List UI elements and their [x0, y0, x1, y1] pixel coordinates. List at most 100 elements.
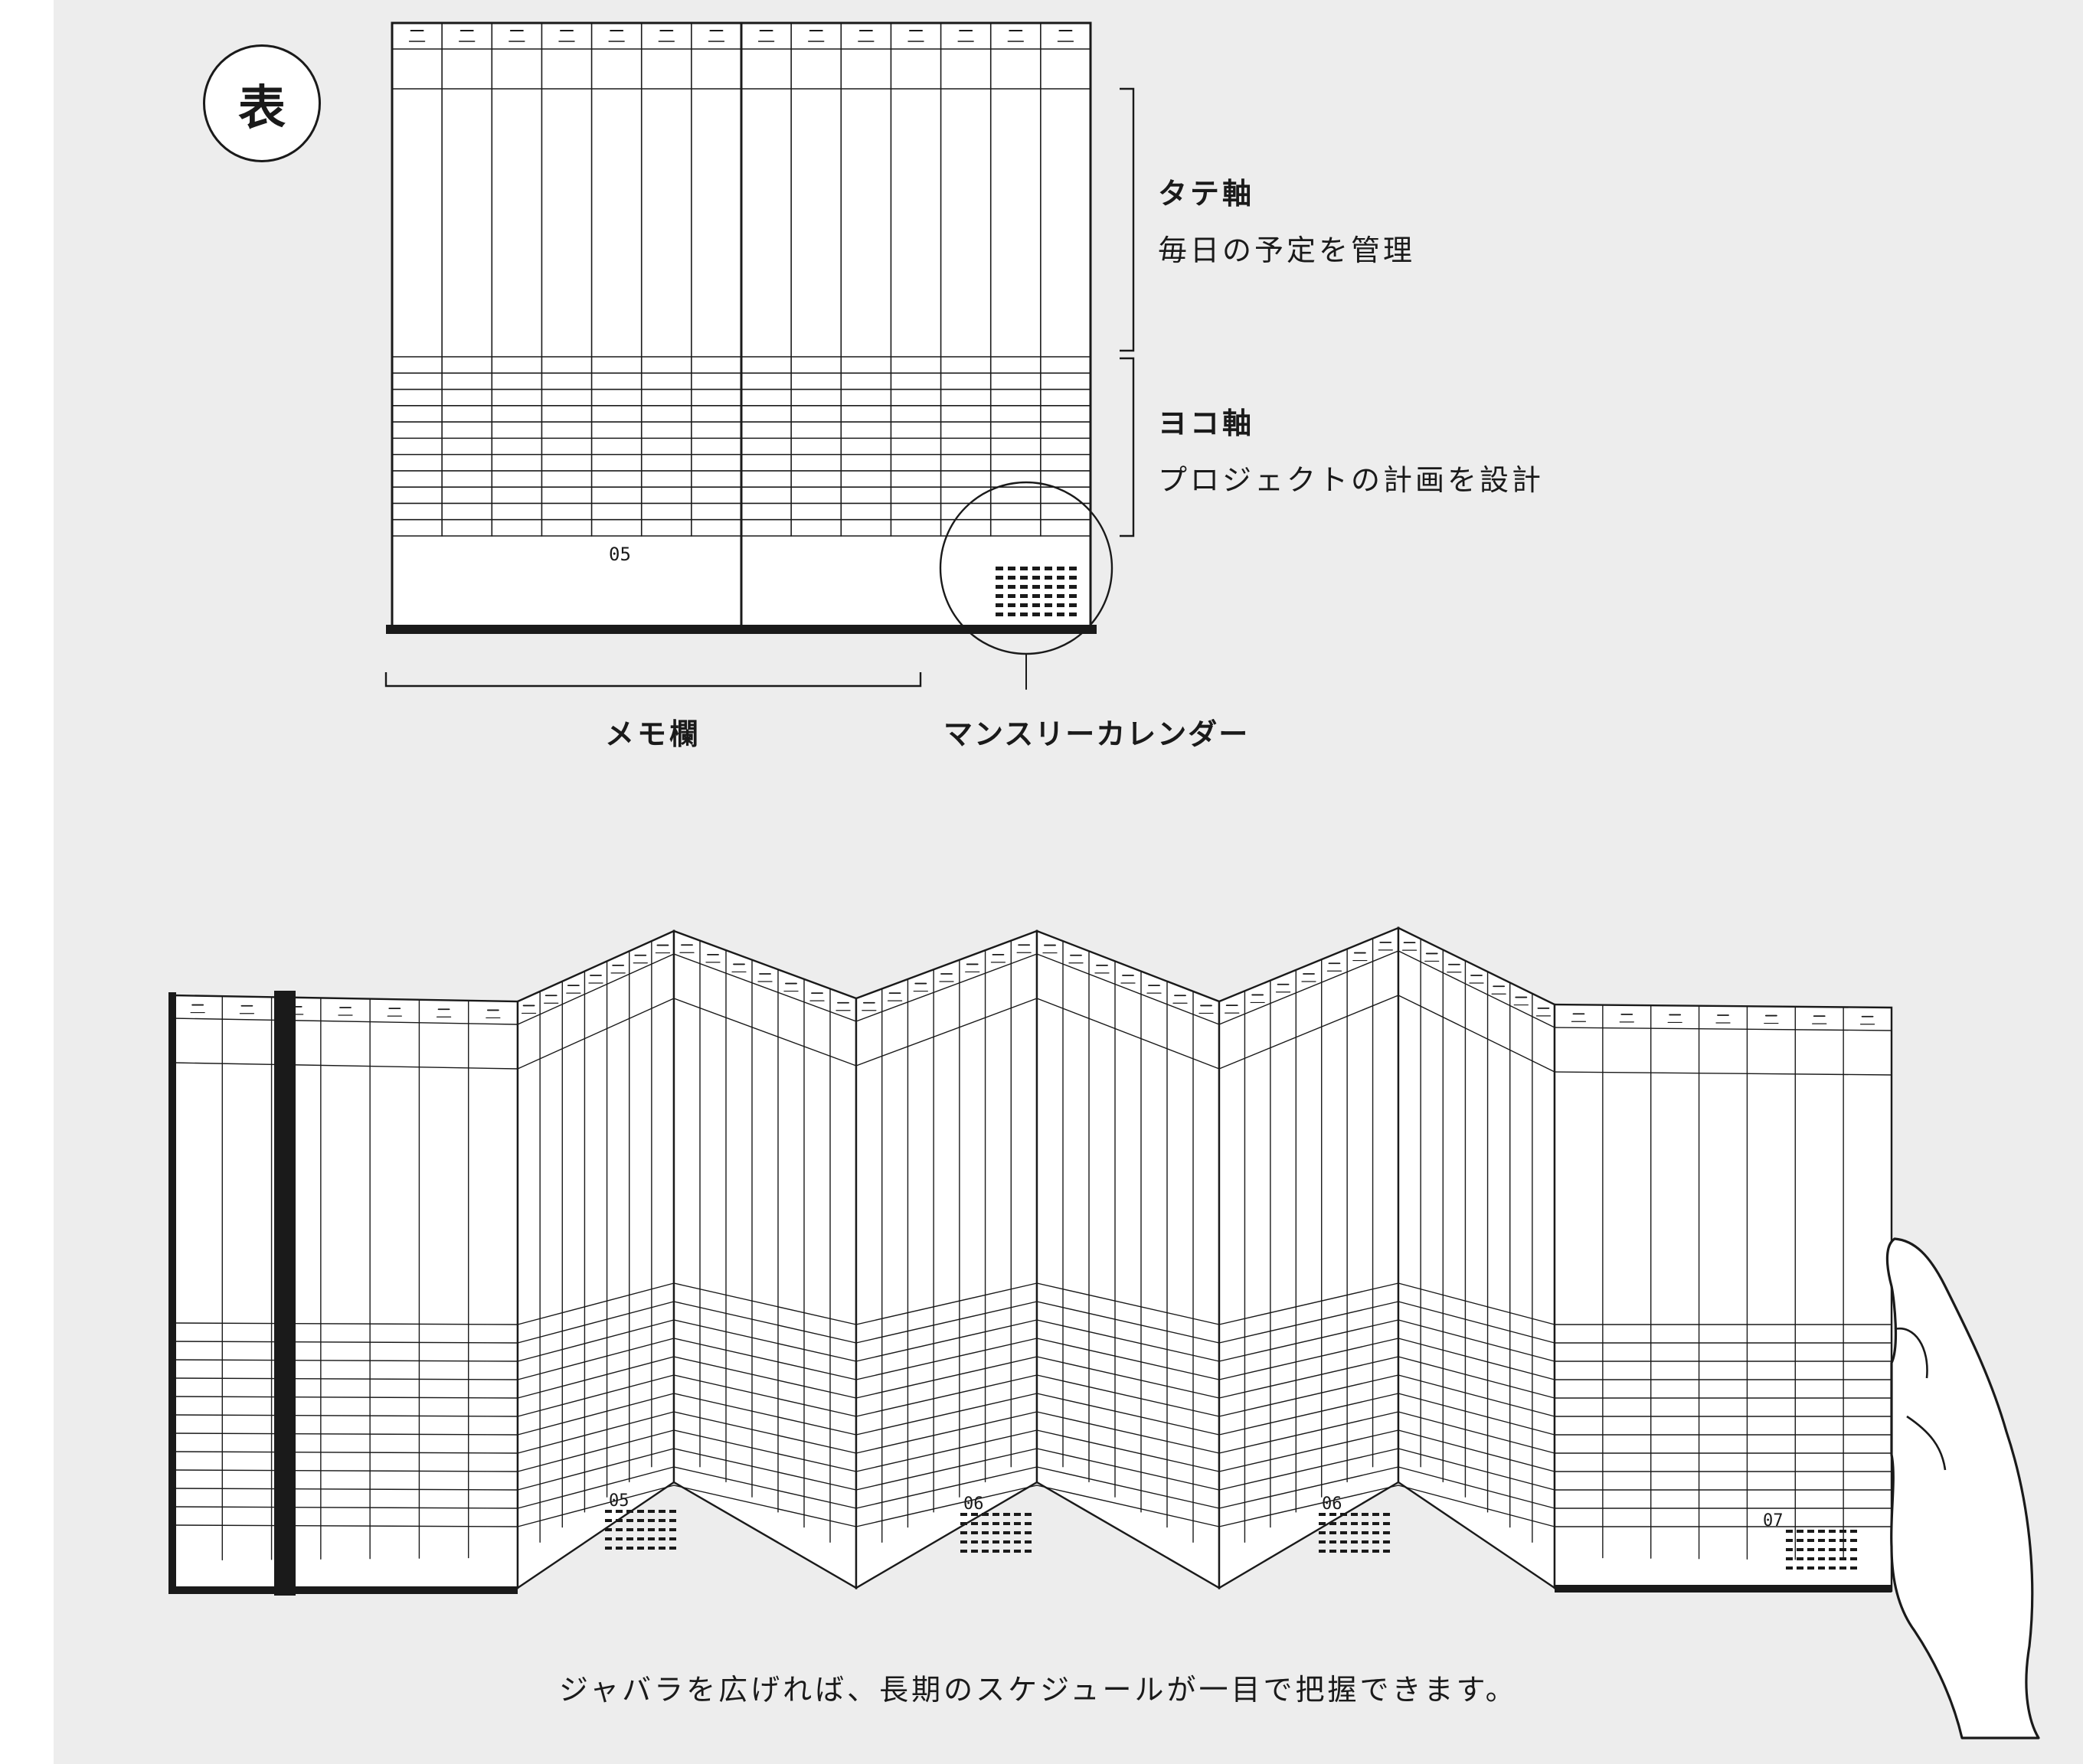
calendar-day-mark	[1829, 1566, 1836, 1570]
project-row-line	[1398, 1429, 1555, 1472]
calendar-day-mark	[982, 1522, 989, 1525]
calendar-day-mark	[1069, 594, 1077, 598]
calendar-day-mark	[1797, 1530, 1803, 1533]
calendar-day-mark	[1045, 594, 1052, 598]
calendar-day-mark	[648, 1510, 655, 1513]
calendar-day-mark	[669, 1528, 676, 1531]
calendar-day-mark	[971, 1550, 978, 1553]
calendar-day-mark	[1340, 1550, 1347, 1553]
calendar-day-mark	[1057, 603, 1064, 607]
calendar-day-mark	[1319, 1522, 1326, 1525]
panel-face	[672, 929, 858, 1590]
panel-face	[855, 929, 1038, 1590]
calendar-day-mark	[1014, 1550, 1021, 1553]
cover-bottom-edge	[168, 1586, 518, 1594]
calendar-day-mark	[1003, 1522, 1010, 1525]
calendar-day-mark	[1362, 1550, 1369, 1553]
calendar-day-mark	[1839, 1566, 1846, 1570]
project-row-line	[673, 1356, 857, 1399]
calendar-day-mark	[648, 1537, 655, 1540]
axis-brackets	[384, 87, 1135, 688]
calendar-day-mark	[1003, 1540, 1010, 1544]
memo-bracket	[384, 672, 922, 688]
project-row-line	[1218, 1338, 1399, 1380]
calendar-day-mark	[971, 1513, 978, 1516]
calendar-day-mark	[1850, 1557, 1857, 1560]
front-side-mark: 表	[203, 44, 321, 162]
calendar-day-mark	[982, 1550, 989, 1553]
calendar-day-mark	[1383, 1540, 1390, 1544]
calendar-day-mark	[616, 1510, 623, 1513]
calendar-day-mark	[1351, 1522, 1358, 1525]
calendar-day-mark	[1372, 1540, 1379, 1544]
project-row-line	[1218, 1356, 1399, 1399]
calendar-day-mark	[960, 1531, 967, 1534]
calendar-day-mark	[626, 1547, 633, 1550]
project-row-line	[172, 1359, 518, 1362]
calendar-day-mark	[1045, 567, 1052, 570]
calendar-day-mark	[1839, 1548, 1846, 1551]
calendar-day-mark	[1045, 585, 1052, 589]
calendar-day-mark	[1057, 567, 1064, 570]
project-row-line	[172, 1506, 518, 1509]
calendar-day-mark	[992, 1550, 999, 1553]
memo-label: メモ欄	[605, 717, 702, 751]
calendar-day-mark	[1025, 1513, 1032, 1516]
calendar-day-mark	[1025, 1531, 1032, 1534]
date-header-line	[1036, 953, 1220, 1025]
calendar-day-mark	[1025, 1550, 1032, 1553]
project-row-line	[172, 1414, 518, 1417]
calendar-day-mark	[1818, 1539, 1825, 1542]
project-row-line	[517, 1338, 675, 1380]
project-row-line	[1036, 1301, 1220, 1344]
calendar-day-mark	[1069, 585, 1077, 589]
project-row-line	[1398, 1485, 1555, 1527]
calendar-day-mark	[996, 576, 1003, 580]
calendar-day-mark	[1020, 567, 1028, 570]
horizontal-axis-bracket	[1120, 357, 1135, 537]
calendar-day-mark	[1069, 603, 1077, 607]
calendar-day-mark	[1008, 576, 1015, 580]
header-separator-line	[855, 998, 1038, 1067]
calendar-day-mark	[1786, 1530, 1793, 1533]
accordion-panel	[1218, 926, 1400, 1590]
project-row-line	[1218, 1319, 1399, 1362]
calendar-day-mark	[1829, 1548, 1836, 1551]
project-row-line	[855, 1429, 1038, 1472]
month-label: 06	[963, 1494, 984, 1514]
calendar-day-mark	[1057, 612, 1064, 616]
front-planner	[386, 21, 1113, 690]
calendar-day-mark	[1850, 1539, 1857, 1542]
calendar-day-mark	[1025, 1540, 1032, 1544]
calendar-day-mark	[1786, 1557, 1793, 1560]
date-header-line	[172, 1018, 518, 1025]
calendar-day-mark	[648, 1547, 655, 1550]
calendar-day-mark	[605, 1547, 612, 1550]
calendar-day-mark	[1807, 1566, 1814, 1570]
project-row-line	[1036, 1338, 1220, 1380]
calendar-day-mark	[659, 1528, 665, 1531]
project-row-line	[1218, 1448, 1399, 1491]
project-row-line	[172, 1432, 518, 1436]
project-row-line	[172, 1396, 518, 1399]
project-row-line	[1218, 1374, 1399, 1417]
project-row-line	[517, 1485, 675, 1527]
calendar-day-mark	[616, 1528, 623, 1531]
panel-face	[1035, 929, 1221, 1590]
calendar-day-mark	[659, 1519, 665, 1522]
panel-face	[1553, 1003, 1893, 1592]
project-row-line	[1218, 1411, 1399, 1454]
date-header-line	[517, 953, 675, 1025]
calendar-day-mark	[1818, 1557, 1825, 1560]
project-row-line	[172, 1451, 518, 1454]
month-label: 06	[1322, 1494, 1342, 1514]
header-separator-line	[1218, 995, 1399, 1070]
project-row-line	[1398, 1282, 1555, 1325]
calendar-day-mark	[1850, 1548, 1857, 1551]
vertical-axis-title: タテ軸	[1158, 177, 1255, 211]
calendar-day-mark	[1797, 1557, 1803, 1560]
project-row-line	[1398, 1393, 1555, 1436]
project-row-line	[1036, 1356, 1220, 1399]
calendar-day-mark	[1829, 1539, 1836, 1542]
vertical-axis-description: 毎日の予定を管理	[1158, 234, 1416, 267]
